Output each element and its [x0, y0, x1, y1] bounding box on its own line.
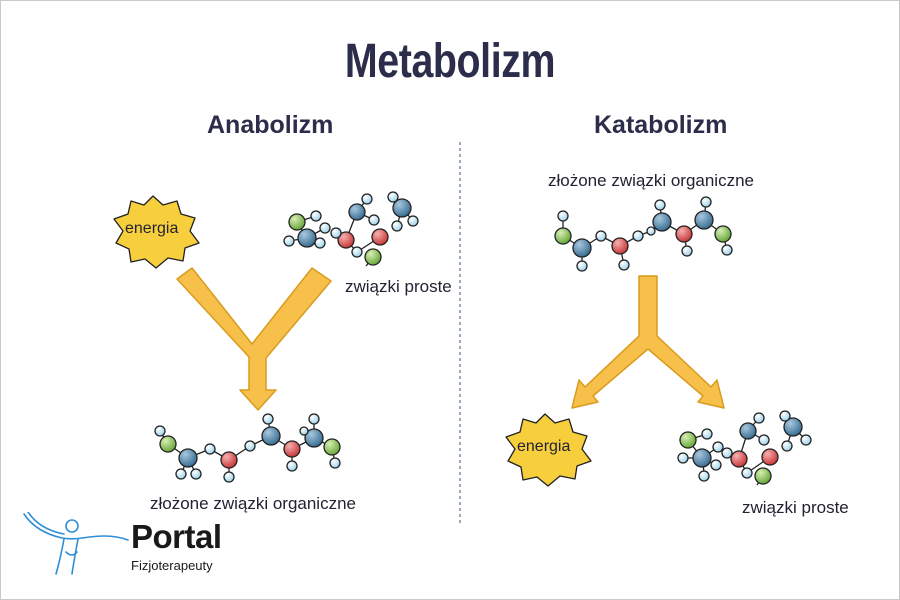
catabolism-energy-label: energia — [517, 438, 571, 455]
anabolism-simple-label: związki proste — [345, 277, 452, 296]
anabolism-heading: Anabolizm — [207, 111, 334, 139]
anabolism-complex-compound — [154, 413, 341, 483]
catabolism-simple-label: związki proste — [742, 498, 849, 517]
page-title: Metabolizm — [344, 35, 556, 88]
catabolism-arrow — [571, 275, 725, 409]
anabolism-arrow — [176, 267, 332, 411]
anabolism-simple-compounds — [283, 191, 419, 267]
anabolism-energy-burst — [113, 195, 200, 269]
catabolism-heading: Katabolizm — [594, 111, 728, 139]
catabolism-complex-compound — [554, 196, 733, 272]
brand-subtitle: Fizjoterapeuty — [131, 558, 213, 573]
catabolism-energy-burst — [505, 413, 592, 487]
catabolism-complex-label: złożone związki organiczne — [548, 171, 754, 190]
brand-logo: Portal Fizjoterapeuty — [18, 512, 248, 582]
figure-icon — [23, 512, 129, 575]
catabolism-simple-compounds — [677, 410, 812, 486]
anabolism-energy-label: energia — [125, 220, 179, 237]
brand-name: Portal — [131, 518, 222, 555]
anabolism-complex-label: złożone związki organiczne — [150, 494, 356, 513]
